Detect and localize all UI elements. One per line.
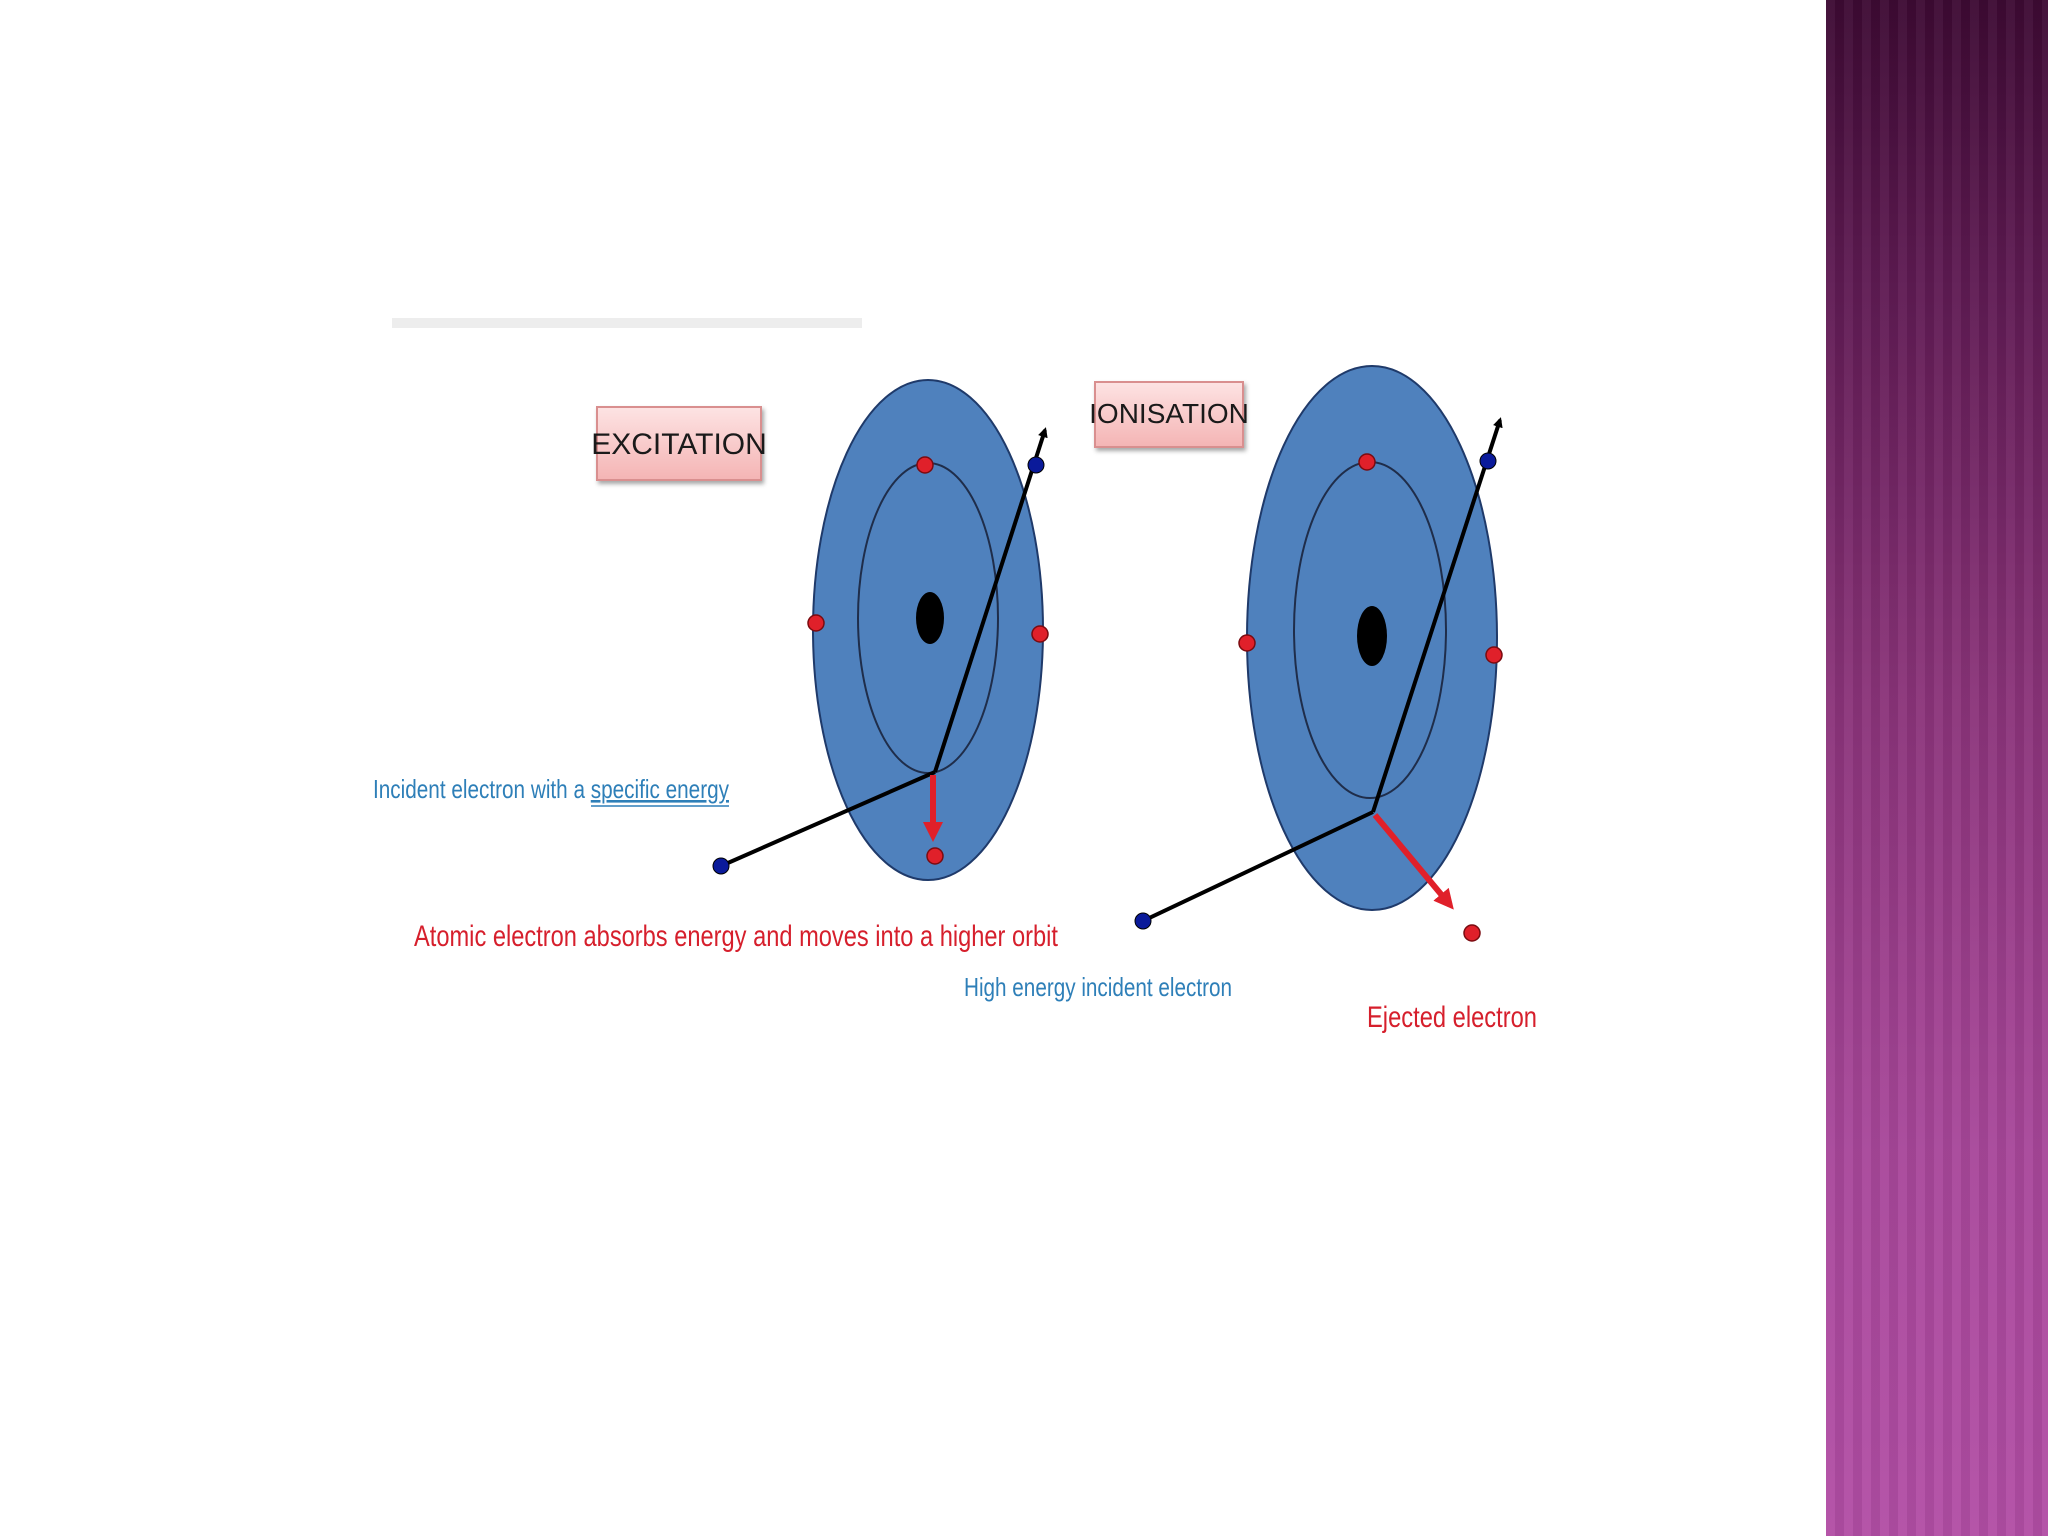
excitation-incident-caption-link[interactable]: specific energy [591,774,729,804]
ionisation-nucleus [1357,606,1387,666]
ionisation-incident-path [1142,810,1374,923]
excitation-orbit-electron-top [916,456,934,474]
ionisation-orbit-electron-top [1358,453,1376,471]
excitation-label: EXCITATION [591,428,767,461]
ionisation-ejected-electron [1463,924,1481,942]
excitation-nucleus [916,592,944,644]
excitation-scattered-path [933,427,1048,773]
ionisation-orbit-electron-right [1485,646,1503,664]
ionisation-incident-electron [1134,912,1152,930]
excitation-panel: EXCITATION Incident electron with a spec… [373,379,1059,953]
excitation-incident-caption-prefix: Incident electron with a [373,774,591,804]
excitation-label-box [596,406,762,481]
faded-text-remnant [392,318,862,328]
ionisation-orbit-electron-left [1238,634,1256,652]
excitation-scattered-electron [1027,456,1045,474]
ionisation-incident-caption: High energy incident electron [964,972,1232,1002]
ionisation-panel: IONISATION High energy incident electron… [964,365,1537,1034]
ionisation-label-box [1094,381,1244,448]
excitation-orbit-electron-left [807,614,825,632]
excitation-incident-caption: Incident electron with a specific energy [373,774,729,804]
ionisation-scattered-electron [1479,452,1497,470]
excitation-result-caption: Atomic electron absorbs energy and moves… [414,920,1059,953]
ionisation-ejected-caption: Ejected electron [1367,1001,1537,1034]
decorative-side-band [1826,0,2048,1536]
excitation-orbit-electron-right [1031,625,1049,643]
excitation-incident-path [720,770,936,868]
excitation-incident-electron [712,857,730,875]
ionisation-label: IONISATION [1089,398,1249,429]
excitation-excited-electron [926,847,944,865]
ionisation-scattered-path [1371,417,1503,813]
ionisation-ejection-arrow [1372,813,1454,910]
